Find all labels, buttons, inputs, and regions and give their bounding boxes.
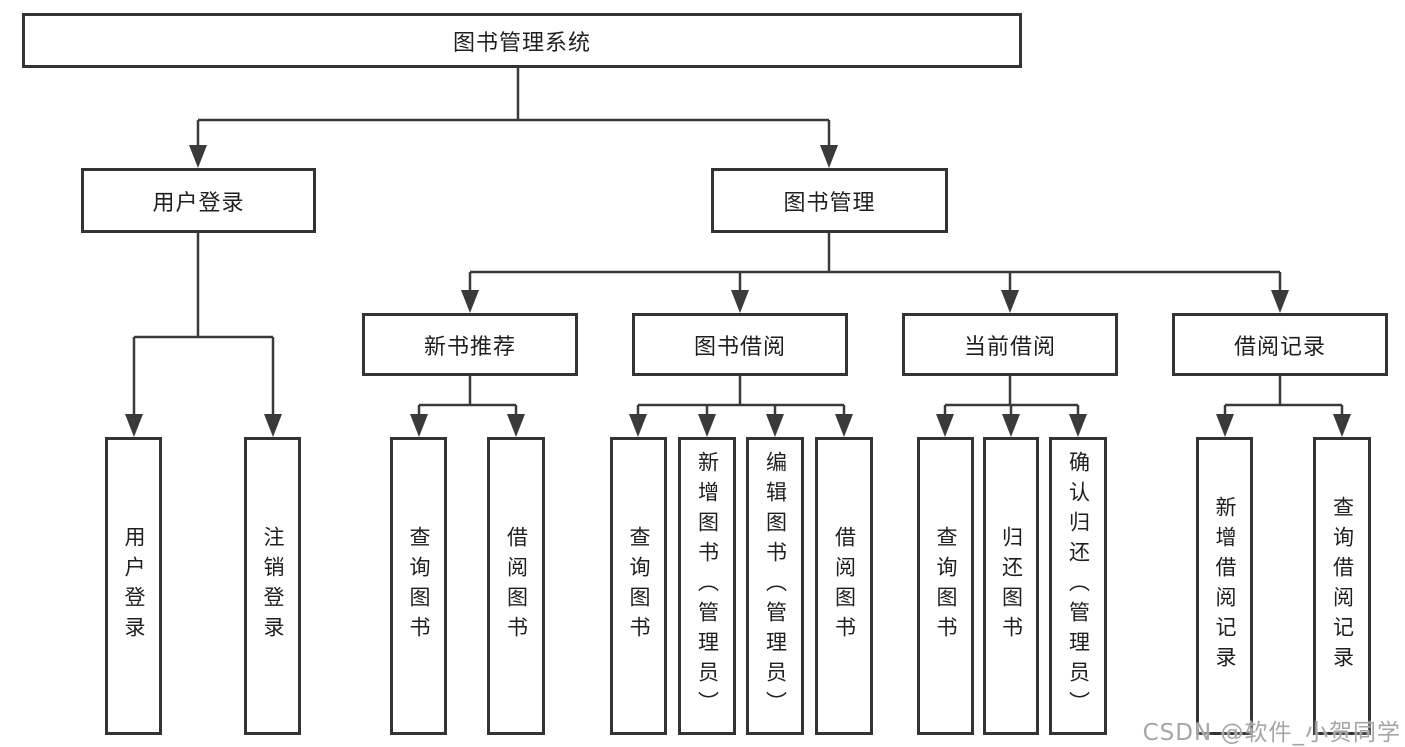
node-leaf-logout-label: 注销登录 [261, 526, 285, 646]
node-leaf-query-books-recommend-label: 查询图书 [407, 526, 431, 646]
arrowhead-icons [125, 145, 1351, 437]
connector-book-borrowing-children [636, 376, 846, 420]
csdn-watermark: CSDN @软件_小贺同学 [1142, 720, 1401, 746]
node-leaf-query-books-current: 查询图书 [917, 437, 974, 735]
node-user-login: 用户登录 [81, 168, 316, 233]
node-leaf-return-books-label: 归还图书 [999, 526, 1024, 646]
node-book-borrowing-label: 图书借阅 [693, 334, 786, 360]
node-leaf-logout: 注销登录 [244, 437, 301, 735]
node-leaf-add-borrow-record-label: 新增借阅记录 [1213, 496, 1237, 676]
node-library-management-system-label: 图书管理系统 [452, 30, 591, 56]
node-leaf-query-borrow-record-label: 查询借阅记录 [1330, 496, 1355, 676]
connector-user-login-children [132, 233, 275, 420]
connector-book-management-children [468, 233, 1282, 296]
node-leaf-query-borrow-record: 查询借阅记录 [1313, 437, 1371, 735]
node-current-borrowing-label: 当前借阅 [963, 334, 1056, 360]
node-library-management-system: 图书管理系统 [22, 13, 1022, 68]
node-leaf-edit-books-admin-label: 编辑图书（管理员） [763, 451, 788, 721]
node-leaf-add-books-admin: 新增图书（管理员） [678, 437, 736, 735]
node-leaf-add-borrow-record: 新增借阅记录 [1196, 437, 1253, 735]
node-leaf-user-login-label: 用户登录 [122, 526, 146, 646]
node-leaf-confirm-return-admin-label: 确认归还（管理员） [1066, 451, 1091, 721]
connector-new-book-children [417, 376, 518, 420]
connector-root-to-level1 [196, 68, 831, 150]
connector-current-borrowing-children [943, 376, 1080, 420]
node-book-borrowing: 图书借阅 [632, 313, 848, 376]
node-borrowing-records: 借阅记录 [1172, 313, 1388, 376]
node-leaf-borrow-books-label: 借阅图书 [832, 526, 857, 646]
node-new-book-recommendation: 新书推荐 [362, 313, 578, 376]
node-leaf-add-books-admin-label: 新增图书（管理员） [695, 451, 720, 721]
node-leaf-borrow-books-recommend: 借阅图书 [487, 437, 545, 735]
node-book-management: 图书管理 [711, 168, 948, 233]
node-new-book-recommendation-label: 新书推荐 [423, 334, 516, 360]
node-current-borrowing: 当前借阅 [902, 313, 1118, 376]
node-leaf-query-books-borrowing-label: 查询图书 [627, 526, 651, 646]
node-book-management-label: 图书管理 [783, 190, 876, 216]
node-borrowing-records-label: 借阅记录 [1233, 334, 1326, 360]
node-user-login-label: 用户登录 [152, 190, 245, 216]
node-leaf-query-books-recommend: 查询图书 [390, 437, 447, 735]
node-leaf-edit-books-admin: 编辑图书（管理员） [746, 437, 804, 735]
node-leaf-borrow-books: 借阅图书 [815, 437, 873, 735]
node-leaf-borrow-books-recommend-label: 借阅图书 [504, 526, 529, 646]
node-leaf-query-books-borrowing: 查询图书 [610, 437, 667, 735]
node-leaf-confirm-return-admin: 确认归还（管理员） [1049, 437, 1107, 735]
connector-borrowing-records-children [1223, 376, 1344, 420]
node-leaf-query-books-current-label: 查询图书 [934, 526, 958, 646]
node-leaf-return-books: 归还图书 [983, 437, 1039, 735]
node-leaf-user-login: 用户登录 [105, 437, 162, 735]
